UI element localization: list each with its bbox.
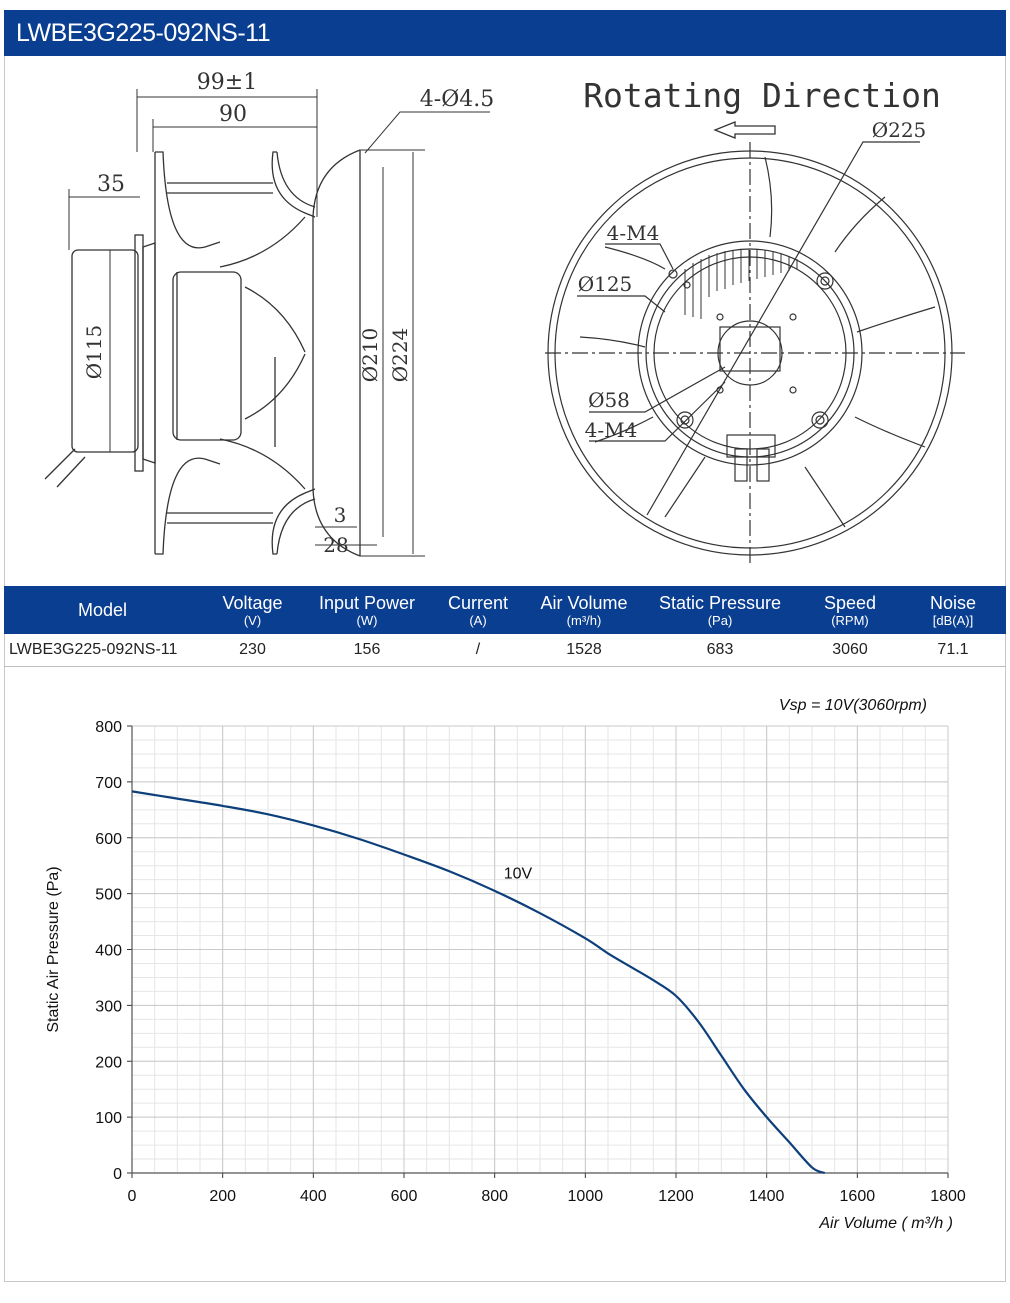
x-tick-label: 1000	[568, 1188, 604, 1205]
dim-overall-length: 99±1	[197, 70, 257, 95]
y-tick-label: 600	[95, 831, 122, 848]
inlet-ring	[312, 149, 361, 557]
shroud-bottom	[271, 488, 316, 555]
y-tick-label: 200	[95, 1054, 122, 1071]
x-tick-label: 1200	[658, 1188, 694, 1205]
hub-plate	[142, 242, 156, 464]
y-tick-label: 300	[95, 998, 122, 1015]
header-static-pressure: Static Pressure (Pa)	[658, 592, 782, 628]
cell-speed: 3060	[832, 641, 868, 658]
rotor	[172, 271, 242, 441]
y-tick-label: 100	[95, 1110, 122, 1127]
side-dimensions	[68, 89, 490, 557]
dim-d224: Ø224	[388, 328, 412, 383]
chart-grid	[131, 725, 949, 1174]
header-voltage: Voltage (V)	[222, 592, 283, 628]
dim-28: 28	[323, 533, 348, 557]
performance-chart: 0 200 400 600 800 1000 1200 1400 1600 1800 0 100 200…	[5, 668, 1005, 1281]
chart-annotation: Vsp = 10V(3060rpm)	[779, 697, 927, 714]
dim-4m4-top: 4-M4	[607, 221, 660, 245]
dim-3: 3	[334, 503, 347, 527]
y-tick-label: 800	[95, 719, 122, 736]
technical-drawing: 99±1 90 35 4-Ø4.5 Ø115 Ø210 Ø224 3 28 Ro…	[5, 57, 1005, 584]
rotating-direction-label: Rotating Direction	[583, 76, 941, 115]
y-tick-label: 700	[95, 775, 122, 792]
header-model: Model	[77, 600, 128, 620]
chart-svg: 0 200 400 600 800 1000 1200 1400 1600 1800 0 100 200…	[45, 697, 966, 1232]
x-tick-label: 0	[128, 1188, 137, 1205]
dim-d210: Ø210	[358, 328, 382, 383]
series-label: 10V	[504, 865, 533, 882]
page-title: LWBE3G225-092NS-11	[16, 19, 271, 47]
chart-lines: 10V	[131, 790, 826, 1175]
cell-air-volume: 1528	[566, 641, 602, 658]
x-axis-label: Air Volume ( m³/h )	[818, 1215, 953, 1232]
rotation-arrow-icon	[713, 121, 776, 139]
dim-90: 90	[219, 102, 247, 127]
front-view	[545, 141, 965, 567]
dim-mount-holes: 4-Ø4.5	[420, 87, 494, 112]
series-line-10v	[131, 790, 826, 1175]
spec-table-header: Model Voltage (V) Input Power (W) Curren…	[4, 586, 1006, 634]
table-row: LWBE3G225-092NS-11 230 156 / 1528 683 30…	[4, 634, 1006, 667]
header-current: Current (A)	[447, 592, 509, 628]
cell-voltage: 230	[239, 641, 266, 658]
y-tick-label: 0	[113, 1166, 122, 1183]
chart-ticks: 0 200 400 600 800 1000 1200 1400 1600 1800 0 100 200…	[95, 719, 966, 1205]
cell-noise: 71.1	[937, 641, 969, 658]
cell-model: LWBE3G225-092NS-11	[9, 641, 178, 658]
x-tick-label: 600	[391, 1188, 418, 1205]
dim-d115: Ø115	[82, 325, 106, 380]
dim-d225: Ø225	[872, 118, 927, 142]
title-bar: LWBE3G225-092NS-11	[4, 10, 1006, 56]
drawing-svg: 99±1 90 35 4-Ø4.5 Ø115 Ø210 Ø224 3 28 Ro…	[44, 70, 965, 567]
cell-current: /	[475, 641, 481, 658]
x-tick-label: 1400	[749, 1188, 785, 1205]
dim-d125: Ø125	[578, 272, 633, 296]
y-tick-label: 400	[95, 943, 122, 960]
shroud-top	[271, 151, 316, 218]
x-tick-label: 1600	[840, 1188, 876, 1205]
header-air-volume: Air Volume (m³/h)	[540, 592, 628, 628]
y-axis-label: Static Air Pressure (Pa)	[45, 866, 62, 1032]
x-tick-label: 1800	[930, 1188, 966, 1205]
header-noise: Noise [dB(A)]	[929, 592, 977, 628]
header-speed: Speed (RPM)	[823, 592, 877, 628]
side-view	[44, 149, 361, 557]
backplate-top	[155, 151, 221, 249]
motor-body	[71, 249, 139, 453]
x-tick-label: 200	[209, 1188, 236, 1205]
cable	[44, 448, 86, 488]
motor-flange	[134, 234, 144, 472]
y-tick-label: 500	[95, 887, 122, 904]
cell-static-pressure: 683	[706, 641, 734, 658]
dim-4m4-bottom: 4-M4	[585, 418, 638, 442]
backplate-bottom	[155, 457, 221, 555]
cell-input-power: 156	[353, 641, 381, 658]
dim-35: 35	[97, 172, 125, 197]
dim-d58: Ø58	[588, 388, 630, 412]
spec-table: Model Voltage (V) Input Power (W) Curren…	[4, 586, 1006, 667]
x-tick-label: 800	[481, 1188, 508, 1205]
header-input-power: Input Power (W)	[318, 592, 416, 628]
x-tick-label: 400	[300, 1188, 327, 1205]
